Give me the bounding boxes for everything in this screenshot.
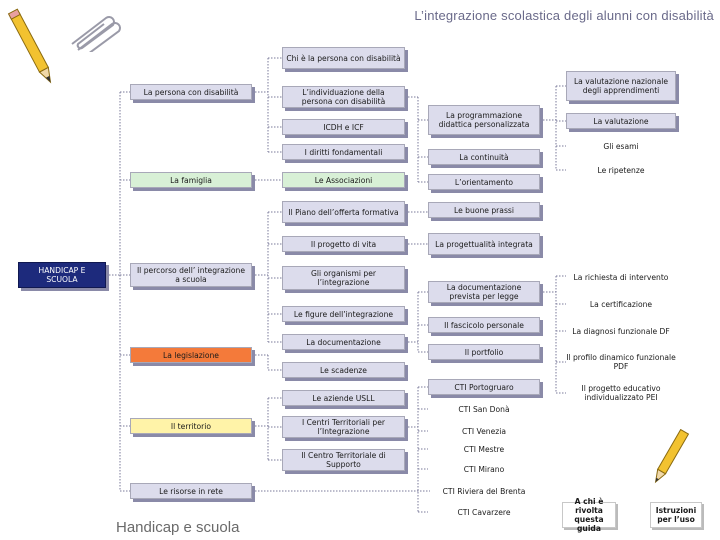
node-valutazione-nazionale[interactable]: La valutazione nazionale degli apprendim… — [566, 71, 676, 101]
node-progettualita[interactable]: La progettualità integrata — [428, 233, 540, 255]
node-documentazione[interactable]: La documentazione — [282, 334, 405, 350]
node-territorio[interactable]: Il territorio — [130, 418, 252, 434]
node-cti-mestre[interactable]: CTI Mestre — [428, 441, 540, 457]
instructions-link[interactable]: Istruzioni per l’uso — [650, 502, 702, 528]
node-associazioni[interactable]: Le Associazioni — [282, 172, 405, 188]
node-icdh-icf[interactable]: ICDH e ICF — [282, 119, 405, 135]
node-aziende-usll[interactable]: Le aziende USLL — [282, 390, 405, 406]
node-legislazione[interactable]: La legislazione — [130, 347, 252, 363]
node-figure[interactable]: Le figure dell’integrazione — [282, 306, 405, 322]
node-ripetenze[interactable]: Le ripetenze — [566, 162, 676, 178]
node-individuazione[interactable]: L’individuazione della persona con disab… — [282, 86, 405, 108]
guide-link[interactable]: A chi è rivolta questa guida — [562, 502, 616, 528]
node-programmazione[interactable]: La programmazione didattica personalizza… — [428, 105, 540, 135]
node-pof[interactable]: Il Piano dell’offerta formativa — [282, 201, 405, 223]
node-progetto-vita[interactable]: Il progetto di vita — [282, 236, 405, 252]
node-richiesta-intervento[interactable]: La richiesta di intervento — [566, 266, 676, 288]
node-fascicolo[interactable]: Il fascicolo personale — [428, 317, 540, 333]
node-centro-supporto[interactable]: Il Centro Territoriale di Supporto — [282, 449, 405, 471]
node-cti-san-dona[interactable]: CTI San Donà — [428, 401, 540, 417]
node-persona-disabilita[interactable]: La persona con disabilità — [130, 84, 252, 100]
paperclip-icon — [64, 12, 124, 52]
node-documentazione-legge[interactable]: La documentazione prevista per legge — [428, 281, 540, 303]
node-pei[interactable]: Il progetto educativo individualizzato P… — [566, 382, 676, 404]
node-famiglia[interactable]: La famiglia — [130, 172, 252, 188]
node-continuita[interactable]: La continuità — [428, 149, 540, 165]
node-cti-riviera-brenta[interactable]: CTI Riviera del Brenta — [428, 483, 540, 499]
node-diagnosi-funzionale[interactable]: La diagnosi funzionale DF — [566, 320, 676, 342]
node-buone-prassi[interactable]: Le buone prassi — [428, 202, 540, 218]
node-cti-venezia[interactable]: CTI Venezia — [428, 423, 540, 439]
node-percorso-integrazione[interactable]: Il percorso dell’ integrazione a scuola — [130, 263, 252, 287]
pencil-icon — [4, 4, 64, 94]
node-portfolio[interactable]: Il portfolio — [428, 344, 540, 360]
page-title: L’integrazione scolastica degli alunni c… — [414, 8, 714, 23]
node-scadenze[interactable]: Le scadenze — [282, 362, 405, 378]
footer-text: Handicap e scuola — [116, 519, 239, 536]
node-risorse-rete[interactable]: Le risorse in rete — [130, 483, 252, 499]
node-centri-territoriali[interactable]: I Centri Territoriali per l’Integrazione — [282, 416, 405, 438]
node-orientamento[interactable]: L’orientamento — [428, 174, 540, 190]
node-cti-mirano[interactable]: CTI Mirano — [428, 461, 540, 477]
node-profilo-dinamico[interactable]: Il profilo dinamico funzionale PDF — [566, 351, 676, 373]
node-chi-e-persona[interactable]: Chi è la persona con disabilità — [282, 47, 405, 69]
node-organismi[interactable]: Gli organismi per l’integrazione — [282, 266, 405, 290]
node-certificazione[interactable]: La certificazione — [566, 296, 676, 312]
root-node[interactable]: HANDICAP E SCUOLA — [18, 262, 106, 288]
node-cti-portogruaro[interactable]: CTI Portogruaro — [428, 379, 540, 395]
node-cti-cavarzere[interactable]: CTI Cavarzere — [428, 504, 540, 520]
pencil-icon-2 — [648, 426, 692, 490]
node-valutazione[interactable]: La valutazione — [566, 113, 676, 129]
node-diritti[interactable]: I diritti fondamentali — [282, 144, 405, 160]
node-esami[interactable]: Gli esami — [566, 138, 676, 154]
